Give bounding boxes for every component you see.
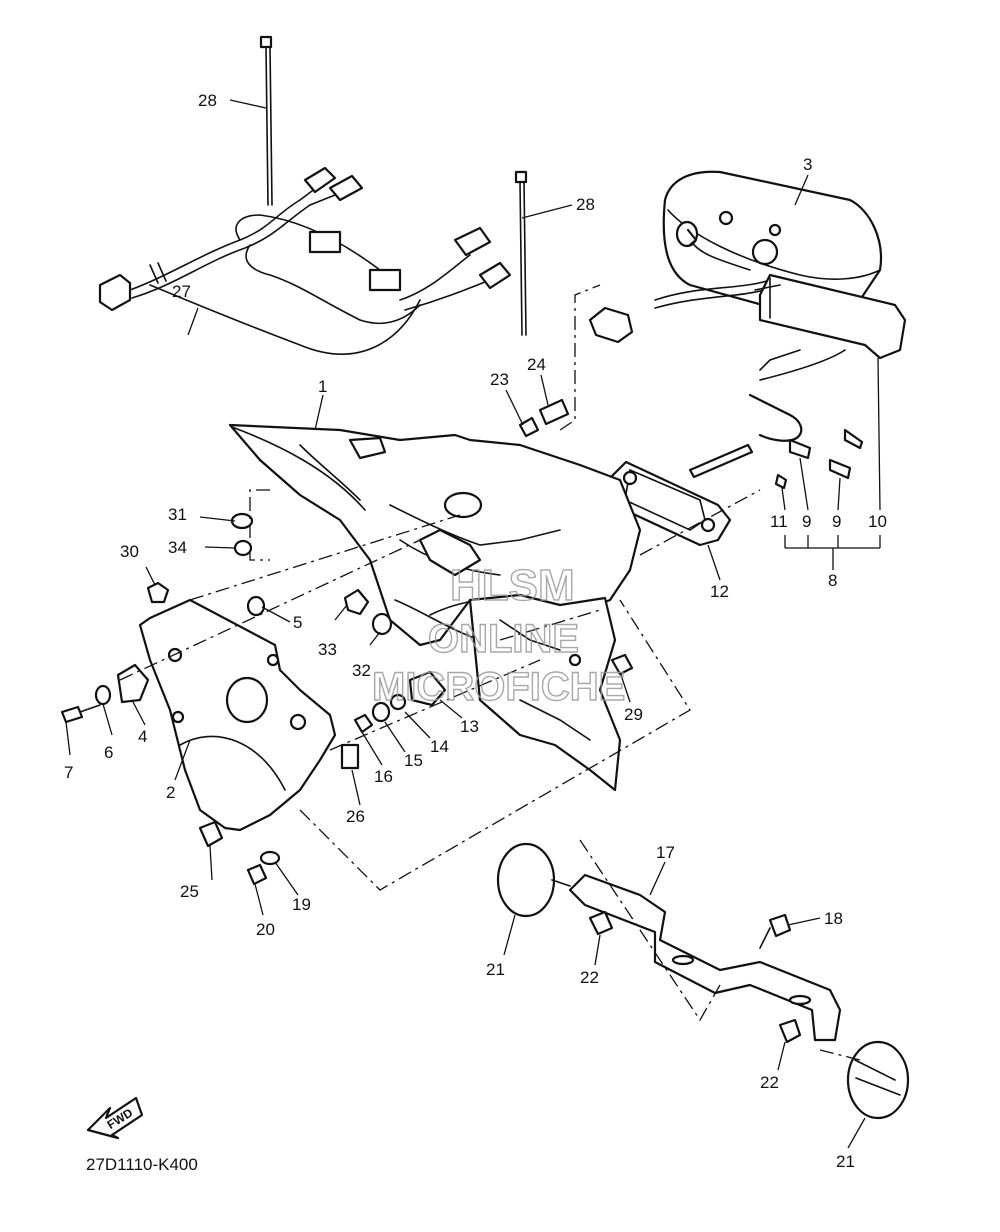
cable-tie-left <box>259 35 273 206</box>
callout-28a: 28 <box>198 91 217 110</box>
callout-labels: 1 2 3 4 5 6 7 8 9 9 10 11 12 13 14 15 16… <box>64 91 887 1171</box>
callout-12: 12 <box>710 582 729 601</box>
callout-17: 17 <box>656 843 675 862</box>
watermark: HLSM ONLINE MICROFICHE <box>371 560 626 709</box>
callout-13: 13 <box>460 717 479 736</box>
callout-1: 1 <box>318 377 327 396</box>
watermark-line-1: HLSM <box>450 561 575 610</box>
hardware-small <box>60 398 802 1044</box>
callout-22a: 22 <box>580 968 599 987</box>
callout-25: 25 <box>180 882 199 901</box>
callout-19: 19 <box>292 895 311 914</box>
callout-34: 34 <box>168 538 187 557</box>
fender-lower-bracket <box>468 593 622 792</box>
cable-tie-right <box>514 170 528 336</box>
reflector-stay <box>568 873 842 1042</box>
callout-33: 33 <box>318 640 337 659</box>
fwd-arrow-icon: FWD <box>86 1096 144 1140</box>
callout-14: 14 <box>430 737 449 756</box>
drawing-code: 27D1110-K400 <box>86 1155 198 1174</box>
callout-31: 31 <box>168 505 187 524</box>
callout-11: 11 <box>770 512 788 531</box>
callout-6: 6 <box>104 743 113 762</box>
wire-harness <box>98 166 512 355</box>
callout-21b: 21 <box>836 1152 855 1171</box>
callout-27: 27 <box>172 282 191 301</box>
callout-7: 7 <box>64 763 73 782</box>
reference-lines <box>119 284 861 1061</box>
callout-22b: 22 <box>760 1073 779 1092</box>
callout-8: 8 <box>828 571 837 590</box>
license-lamp <box>688 273 907 490</box>
rear-fender <box>228 423 642 647</box>
callout-16: 16 <box>374 767 393 786</box>
callout-5: 5 <box>293 613 302 632</box>
callout-29: 29 <box>624 705 643 724</box>
reflector-left <box>496 842 571 918</box>
reflector-right <box>846 1040 910 1120</box>
callout-3: 3 <box>803 155 812 174</box>
callout-32: 32 <box>352 661 371 680</box>
callout-2: 2 <box>166 783 175 802</box>
license-plate-bracket <box>138 598 337 832</box>
callout-23: 23 <box>490 370 509 389</box>
watermark-line-2: ONLINE <box>428 617 579 661</box>
callout-9a: 9 <box>802 512 811 531</box>
callout-30: 30 <box>120 542 139 561</box>
callout-15: 15 <box>404 751 423 770</box>
watermark-line-3: MICROFICHE <box>372 665 625 709</box>
callout-28b: 28 <box>576 195 595 214</box>
leader-lines <box>65 99 881 1149</box>
callout-4: 4 <box>138 727 147 746</box>
callout-26: 26 <box>346 807 365 826</box>
callout-21a: 21 <box>486 960 505 979</box>
callout-24: 24 <box>527 355 546 374</box>
callout-10: 10 <box>868 512 887 531</box>
callout-9b: 9 <box>832 512 841 531</box>
callout-20: 20 <box>256 920 275 939</box>
callout-18: 18 <box>824 909 843 928</box>
